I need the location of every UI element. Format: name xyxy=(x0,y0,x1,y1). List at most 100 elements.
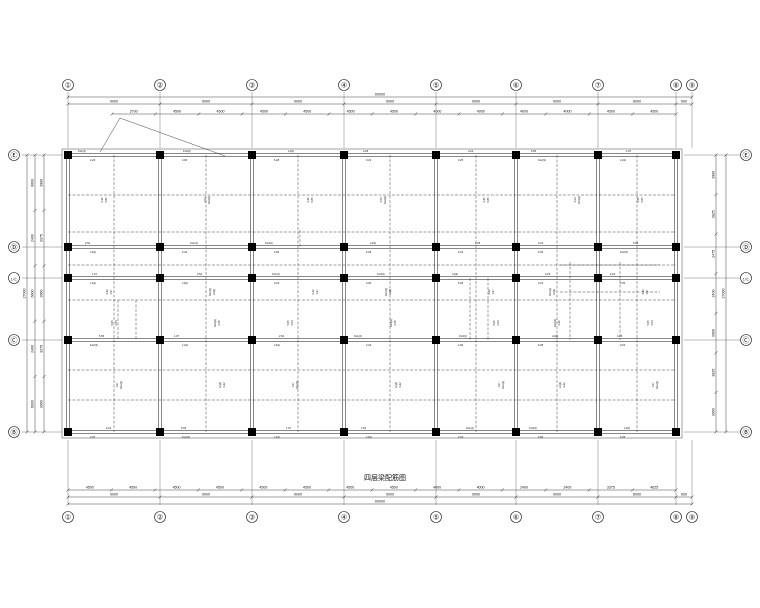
beam-label: 2.54 xyxy=(290,320,294,326)
beam-label: KL3(2) xyxy=(529,426,537,430)
beam-label: KL1(2) xyxy=(208,288,212,296)
beam-label: 5.65 xyxy=(633,241,639,245)
column xyxy=(512,243,520,251)
axis-bubble xyxy=(8,426,20,438)
axis-bubble-label: Ⓑ xyxy=(11,429,18,437)
dim-left-bays-tick xyxy=(33,319,37,323)
beam-label: 3-22 xyxy=(222,382,226,388)
column xyxy=(64,428,72,436)
dim-right-bays-tick xyxy=(714,192,718,197)
column xyxy=(594,336,602,344)
beam-label: 2-20 xyxy=(458,435,464,439)
column xyxy=(64,274,72,282)
beam-label: 5.65 xyxy=(310,197,314,203)
dim-top-sub-tick xyxy=(153,112,158,116)
dim-bottom-sub-tick xyxy=(500,488,504,492)
beam-label: 4-25 xyxy=(557,320,561,326)
axis-bubble xyxy=(686,511,698,523)
dim-bottom-bays-text: 9000 xyxy=(294,493,302,497)
axis-bubble xyxy=(510,511,522,523)
beam-label: 3-22 xyxy=(487,289,491,295)
beam-lines xyxy=(61,117,683,439)
dim-bottom-sub-tick xyxy=(630,488,635,492)
dim-top-sub-text: 4500 xyxy=(347,110,355,114)
beam-label: 6.28 xyxy=(458,281,464,285)
beam-label: L1(1) xyxy=(274,435,280,439)
axis-bubble xyxy=(8,272,20,284)
beam-label: 5.65 xyxy=(104,197,108,203)
dim-top-sub-text: 4500 xyxy=(303,110,311,114)
beam-label: 2.54 xyxy=(573,197,577,203)
beam-label: 3-22 xyxy=(398,382,402,388)
dim-bottom-sub-tick xyxy=(413,488,418,492)
axis-bubble xyxy=(740,334,752,346)
beam-label: 4-25 xyxy=(636,197,640,203)
axis-grid-lines xyxy=(22,92,740,505)
axis-bubble-label: Ⓔ xyxy=(11,152,18,160)
column xyxy=(594,428,602,436)
beam-label: 1.97 xyxy=(174,334,180,338)
dim-right-bays-text: 3825 xyxy=(712,369,716,377)
axis-bubble-label: ⑨ xyxy=(689,514,695,522)
column xyxy=(672,336,680,344)
beam-label: KL1(2) xyxy=(466,426,474,430)
dim-bottom-sub-text: 2400 xyxy=(520,486,528,490)
dim-left-bays-tick xyxy=(33,208,37,213)
slope-line xyxy=(119,117,226,157)
drawing-title: 四层梁配筋图 xyxy=(364,473,406,482)
axis-bubble xyxy=(62,79,74,91)
dim-top-bays-text: 9000 xyxy=(553,100,561,104)
dim-top-sub-text: 4500 xyxy=(607,110,615,114)
beam-label: KL2(3) xyxy=(620,250,628,254)
dim-right-bays-tick xyxy=(714,272,718,276)
axis-bubble xyxy=(686,79,698,91)
dim-top-bays-text: 600 xyxy=(681,100,687,104)
axis-bubble xyxy=(154,511,166,523)
axis-bubble xyxy=(740,149,752,161)
column xyxy=(594,243,602,251)
beam-label: 2.54 xyxy=(114,320,118,326)
beam-label: 5.65 xyxy=(492,320,496,326)
dim-top-total-text: 60000 xyxy=(375,93,385,97)
beam-label: 5.65 xyxy=(646,320,650,326)
beam-label: L2(2) xyxy=(370,241,376,245)
beam-label: 1.97 xyxy=(286,426,292,430)
dim-left-bays-text: 6600 xyxy=(31,290,35,298)
dim-bottom-sub-tick xyxy=(196,488,200,492)
beam-label: L2(2) xyxy=(558,382,562,388)
column xyxy=(672,151,680,159)
beam-label: L2(2) xyxy=(288,149,294,153)
beam-label: KL1(2) xyxy=(190,241,198,245)
beam-label: 1.97 xyxy=(626,149,632,153)
axis-bubble-label: ⑤ xyxy=(433,82,439,90)
beam-label: 6.28 xyxy=(620,435,626,439)
dim-top-bays-text: 6000 xyxy=(633,100,641,104)
beam-label: 1.97 xyxy=(645,289,649,295)
beam-label: 1.97 xyxy=(315,289,319,295)
dim-right-bays-tick xyxy=(714,311,718,315)
axis-bubble xyxy=(740,426,752,438)
beam-label: 4-25 xyxy=(545,272,551,276)
beam-label: 6.28 xyxy=(538,343,544,347)
axis-bubble xyxy=(338,79,350,91)
dim-top-sub-tick xyxy=(110,112,114,116)
beam-label: KL1(2) xyxy=(548,288,552,296)
axis-bubble xyxy=(510,79,522,91)
axis-bubble-label: ⑤ xyxy=(433,514,439,522)
axis-bubble-label: Ⓓ xyxy=(11,244,18,252)
beam-label: 1.97 xyxy=(291,382,295,388)
beam-label: KL3(2) xyxy=(377,272,385,276)
beam-label: KL3(2) xyxy=(265,241,273,245)
beam-label: KL3(2) xyxy=(207,196,211,204)
beam-label: 1.97 xyxy=(497,382,501,388)
beam-label: 4-25 xyxy=(393,320,397,326)
axis-bubble xyxy=(8,241,20,253)
beam-label: KL3(2) xyxy=(383,196,387,204)
axis-bubble-label: 1/Ⓒ xyxy=(743,277,750,282)
dim-left-sub-tick xyxy=(42,374,46,379)
beam-annotations: KL1(2)2-20KL3(2)4.96L2(2)6.284-250.233-2… xyxy=(78,149,659,439)
beam-label: 3-22 xyxy=(562,382,566,388)
axis-bubble-label: ⑦ xyxy=(595,514,601,522)
dim-top-sub-tick xyxy=(544,112,548,116)
